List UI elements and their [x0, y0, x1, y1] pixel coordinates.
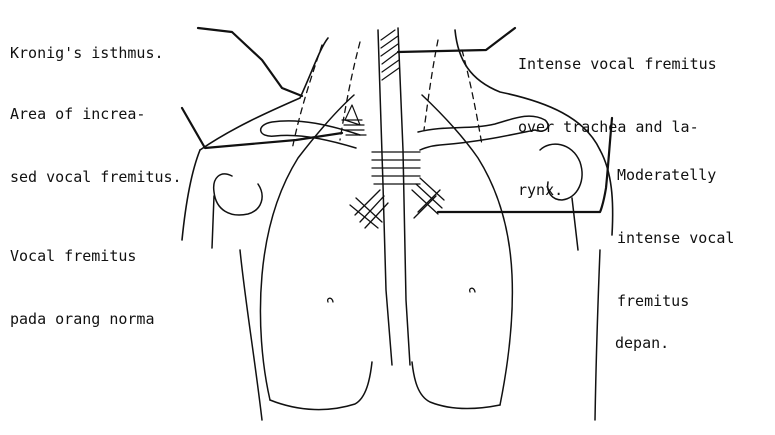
humeral-head-left: [212, 174, 262, 248]
sternal-cross-hatching: [350, 152, 444, 228]
nipple-marks: [328, 288, 475, 302]
torso-contour: [240, 250, 600, 420]
dashed-lines: [292, 40, 482, 150]
label-view-depan: depan.: [615, 291, 669, 396]
leader-area-increased: [182, 108, 342, 148]
trachea-hatching: [381, 30, 399, 80]
leader-kronig: [198, 28, 302, 96]
label-normal-fremitus: Vocal fremitus pada orang norma: [10, 204, 155, 372]
